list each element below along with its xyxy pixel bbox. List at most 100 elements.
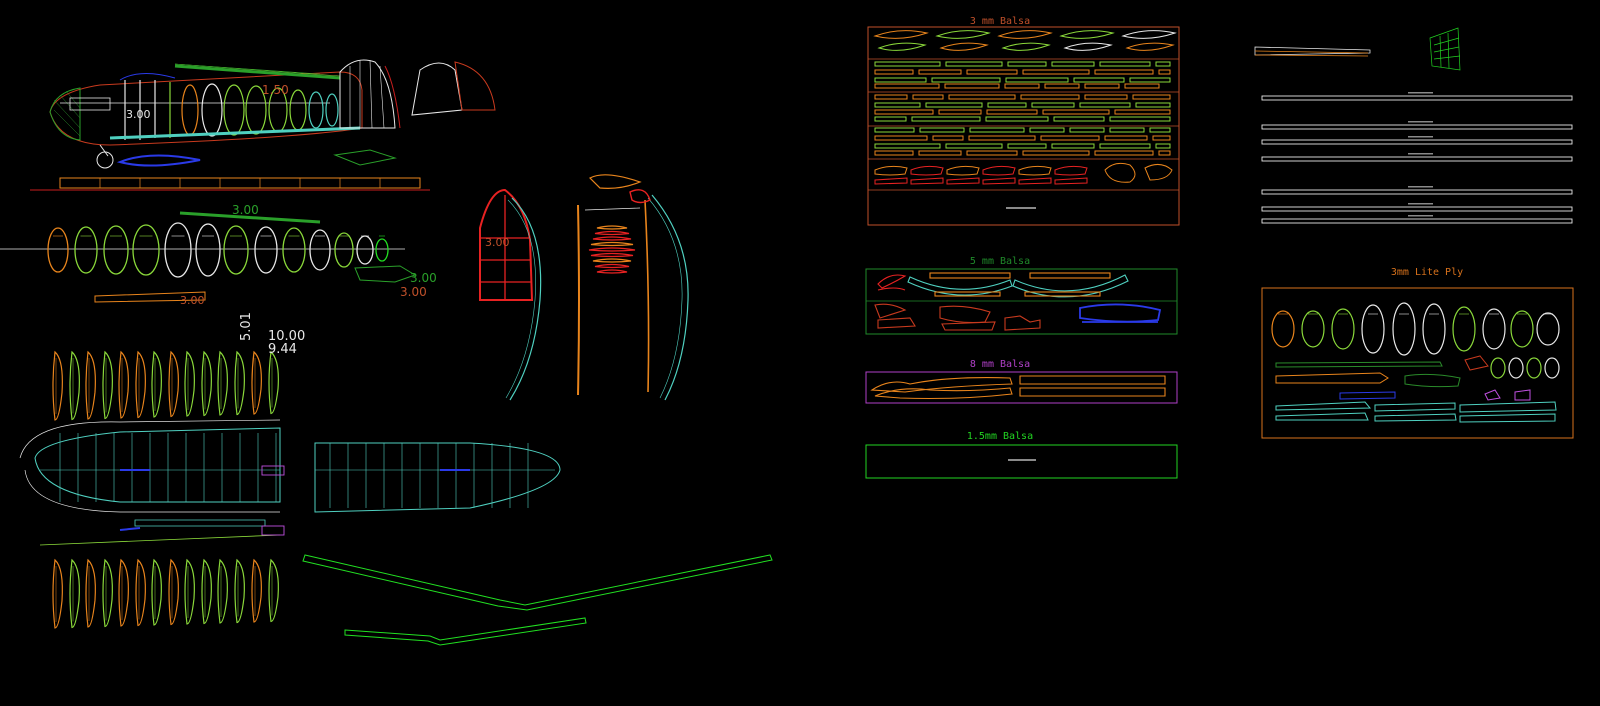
sheet-strip [1022, 150, 1090, 156]
sheet-note-mark [1006, 207, 1036, 209]
strip-bar-label-mark [1408, 136, 1433, 138]
motor-mount [69, 97, 111, 111]
rib-shape [151, 350, 162, 418]
sheet-part-red [982, 165, 1016, 176]
rib-dimensions: 5.01 10.00 9.44 [239, 312, 305, 357]
rib-shape [118, 558, 129, 627]
former-shape [375, 238, 389, 262]
strip-bar-label-mark [1408, 121, 1433, 123]
sheet-strip [874, 109, 934, 115]
tail-fin-ribs [349, 59, 385, 129]
sheet-3mm-dividers [868, 58, 1179, 191]
sheet-strip [874, 150, 914, 156]
lite-ply-former [1510, 310, 1534, 348]
fin-rib [588, 247, 636, 252]
landing-wheel [96, 151, 114, 169]
lite-ply-former [1392, 302, 1416, 356]
lite-ply-former [1452, 306, 1476, 352]
sheet-strip [1051, 143, 1095, 149]
rib-shape [52, 350, 63, 421]
sheet-strip [874, 135, 928, 141]
sheet-strip [1005, 77, 1069, 83]
former-shape [47, 227, 69, 273]
former-shape [334, 232, 354, 268]
rib-row-lower [52, 558, 279, 629]
sheet-strip [874, 127, 915, 133]
sheet-border-lite-ply [1261, 287, 1574, 439]
rib-shape [102, 350, 113, 420]
rib-shape [151, 558, 162, 626]
former-shape [103, 225, 129, 275]
wingtip-arc-right [651, 194, 689, 401]
lite-ply-small-former [1508, 357, 1524, 379]
rib-shape [268, 558, 279, 623]
sheet-strip [969, 127, 1025, 133]
sheet-strip [1053, 116, 1105, 122]
sheet-strip [1158, 69, 1171, 75]
rib-shape [217, 350, 228, 416]
sheet-part-red [874, 165, 908, 176]
sheet-strip [1135, 102, 1171, 108]
former-shape [132, 224, 160, 276]
fin-rib-cap [584, 207, 641, 211]
wing-left-tab [261, 465, 285, 476]
strip-bar-label-mark [1408, 153, 1433, 155]
sheet-rib [997, 30, 1053, 39]
sheet-strip [944, 83, 1000, 89]
strip-bar-label-mark [1408, 92, 1433, 94]
stab-part [174, 63, 321, 75]
strip-bar [1261, 218, 1573, 224]
sheet-rib [935, 30, 991, 39]
fin-rib [596, 225, 628, 230]
sheet-strip [1007, 61, 1047, 67]
sheet-title-1-5mm: 1.5mm Balsa [967, 431, 1033, 442]
sheet-part-red [1018, 177, 1052, 185]
dimension-label-6: 3.00 [400, 285, 427, 299]
rib-shape [201, 350, 212, 417]
sheet-strip [874, 102, 921, 108]
former-shape [254, 226, 278, 274]
sheet-strip [1109, 116, 1171, 122]
dimension-label-3: 3.00 [232, 203, 259, 217]
sheet-rib [1063, 42, 1113, 51]
strip-bar [1261, 124, 1573, 130]
sheet-5mm-balsa: 5 mm Balsa [865, 256, 1178, 335]
lite-ply-former [1331, 308, 1355, 350]
sheet-strip [874, 77, 927, 83]
rudder-red [384, 65, 401, 129]
fin-rib-stack [584, 207, 641, 274]
sheet-strip [1040, 135, 1100, 141]
former-shapes [47, 222, 389, 278]
wing-left-aileron [134, 519, 266, 527]
sheet-strip [912, 94, 944, 100]
lite-ply-former [1301, 310, 1325, 348]
sheet-part-red [910, 165, 944, 176]
sheet-part-red [910, 177, 944, 185]
upper-stringer [174, 64, 341, 80]
fin-rib [590, 241, 634, 247]
sheet-strip [966, 150, 1018, 156]
sheet-strip [1042, 109, 1110, 115]
dimension-label-1: 1.50 [262, 83, 289, 97]
sheet-strip [874, 143, 941, 149]
sheet-strip [911, 116, 981, 122]
sheet-strip [1152, 135, 1171, 141]
sheet-strip [1007, 143, 1047, 149]
wing-plan-view [19, 419, 561, 546]
rib-shape [69, 350, 80, 421]
fin-details: 3.00 [479, 174, 689, 401]
sheet-strip [1020, 94, 1080, 100]
keel-ticks [99, 178, 381, 188]
rib-shape [168, 558, 179, 626]
sheet-strip [1099, 61, 1151, 67]
sheet-rib [1125, 42, 1175, 51]
fuselage-side-view: 1.50 3.00 [30, 59, 496, 191]
sheet-strip [1109, 127, 1145, 133]
rib-shape [251, 558, 262, 623]
lite-ply-former [1482, 308, 1506, 350]
wing-panel-left [34, 427, 281, 503]
sheet-strip [1124, 83, 1160, 89]
strip-bar-label-mark [1408, 186, 1433, 188]
spar-vertical-orange-1 [577, 204, 580, 396]
sheet-3mm-parts [873, 30, 1177, 209]
